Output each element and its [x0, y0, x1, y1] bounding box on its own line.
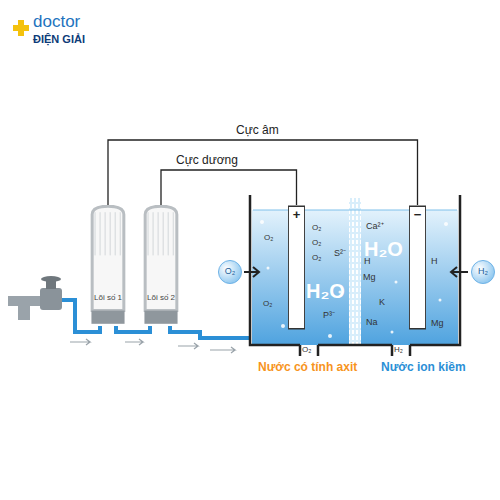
logo-cross: [13, 25, 29, 31]
cartridge-cap: [144, 311, 177, 324]
cartridge-body: [92, 206, 124, 310]
polarity-sign: −: [414, 208, 422, 222]
ion-label: O₂: [312, 239, 321, 248]
ion-label: H: [364, 257, 371, 267]
cartridge-groove: [115, 212, 116, 255]
logo-text: doctor: [33, 13, 80, 32]
cartridge-groove: [120, 212, 121, 255]
gas-arrow: [451, 267, 468, 277]
cartridge-cap: [91, 311, 124, 324]
electrode-plate: [409, 206, 426, 329]
cartridge-groove: [100, 212, 101, 255]
ion-label: Mg: [431, 319, 444, 329]
gas-bubble: O₂: [218, 260, 242, 284]
wire: [161, 170, 297, 205]
cartridge-groove: [153, 212, 154, 255]
cartridge-groove: [95, 212, 96, 255]
cartridge-body: [145, 206, 177, 310]
cartridge-groove: [173, 212, 174, 255]
molecule-label: H₂O: [306, 280, 345, 302]
ion-label: O₂: [312, 254, 321, 263]
wire-label: Cực âm: [236, 124, 279, 137]
cartridge-groove: [163, 212, 164, 255]
wire: [108, 140, 418, 205]
cartridge-label: Lõi số 2: [147, 294, 175, 303]
flow-arrow: [70, 339, 235, 353]
ion-label: Na: [366, 318, 378, 328]
ion-label: O₂: [264, 234, 273, 243]
ion-label: H: [431, 257, 438, 267]
ion-label: O₂: [312, 224, 321, 233]
filter-cartridge: Lõi số 2: [143, 205, 179, 325]
logo-subtext: ĐIỆN GIẢI: [33, 33, 85, 45]
cartridge-label: Lõi số 1: [94, 294, 122, 303]
electrode-plate: [288, 206, 305, 329]
cartridge-groove: [105, 212, 106, 255]
node-shape: [288, 205, 305, 330]
water-tap: [8, 276, 62, 320]
filter-cartridge: Lõi số 1: [90, 205, 126, 325]
node-shape: [409, 205, 426, 330]
ion-label: K: [379, 298, 385, 308]
bubble-circle: [218, 260, 241, 283]
cartridge-groove: [158, 212, 159, 255]
bubble-circle: [471, 260, 494, 283]
ion-label: P³⁻: [323, 311, 335, 321]
node-shape: [90, 205, 126, 325]
tank-wall: [250, 195, 460, 345]
gas-label: H₂: [478, 267, 488, 277]
electrode: −: [409, 205, 426, 330]
cartridge-groove: [148, 212, 149, 255]
membrane: [349, 198, 361, 345]
water-surface: [253, 210, 457, 211]
node-shape: [143, 205, 179, 325]
electrode: +: [288, 205, 305, 330]
ion-label: O₂: [263, 300, 272, 309]
output-label: Nước có tính axit: [258, 361, 357, 374]
wire-label: Cực dương: [176, 154, 238, 167]
outlet-pipe: [300, 345, 410, 356]
outlet-label: O₂: [302, 346, 311, 355]
gas-bubble: H₂: [471, 260, 495, 284]
ion-label: S²⁻: [334, 249, 346, 259]
outlet-label: H₂: [394, 346, 403, 355]
polarity-sign: +: [293, 208, 301, 222]
cartridge-groove: [110, 212, 111, 255]
ion-label: Ca²⁺: [366, 222, 384, 232]
output-label: Nước ion kiềm: [381, 361, 466, 374]
cartridge-groove: [168, 212, 169, 255]
gas-label: O₂: [225, 267, 236, 277]
gas-arrow: [244, 267, 259, 277]
ion-label: Mg: [363, 273, 376, 283]
